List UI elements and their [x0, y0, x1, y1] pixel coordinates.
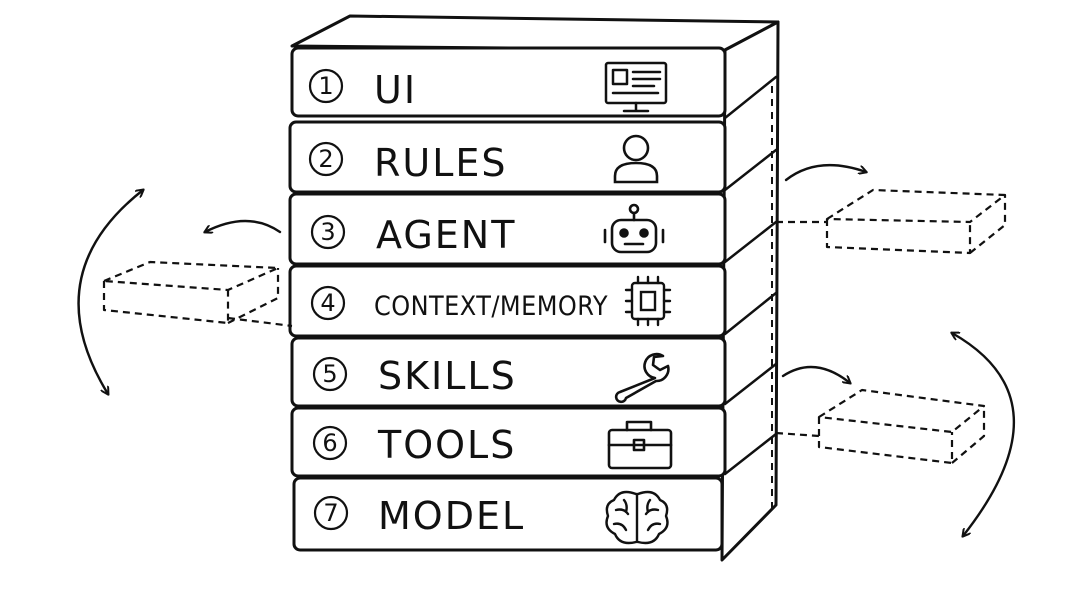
- brain-icon: [605, 490, 669, 545]
- right-middle-small-arrow: [781, 365, 850, 383]
- layer-7-box: [292, 476, 724, 552]
- layer-4-label: CONTEXT/MEMORY: [374, 291, 608, 322]
- right-detached-module-bottom: [775, 388, 986, 465]
- layer-1[interactable]: 1 UI: [290, 46, 727, 118]
- layer-6-number-circle: [312, 425, 348, 461]
- chip-icon: [624, 275, 672, 327]
- layer-5[interactable]: 5 SKILLS: [290, 336, 727, 408]
- stack-right-side: [720, 20, 780, 562]
- layer-1-number-circle: [308, 68, 344, 104]
- layer-7-number-circle: [313, 495, 349, 531]
- stack-top-face: [290, 14, 780, 52]
- layer-6-label: TOOLS: [377, 423, 516, 467]
- right-curved-double-arrow: [952, 333, 1016, 536]
- layer-3-box: [288, 192, 727, 266]
- layer-2-label: RULES: [374, 141, 508, 185]
- right-top-small-arrow: [784, 163, 866, 182]
- person-icon: [613, 134, 659, 184]
- layer-4[interactable]: 4 CONTEXT/MEMORY: [288, 264, 727, 338]
- left-detached-module: [102, 260, 293, 328]
- wrench-icon: [614, 352, 670, 404]
- left-curved-double-arrow: [77, 190, 143, 394]
- right-detached-module-top: [776, 188, 1007, 255]
- layer-3[interactable]: 3 AGENT: [288, 192, 727, 266]
- monitor-icon: [604, 61, 668, 113]
- layer-6[interactable]: 6 TOOLS: [290, 406, 727, 478]
- layer-7-number: 7: [323, 499, 338, 527]
- layer-2-number: 2: [318, 145, 333, 173]
- toolbox-icon: [607, 420, 673, 470]
- layer-1-label: UI: [374, 68, 417, 112]
- layer-6-box: [290, 406, 727, 478]
- arrows: [77, 163, 1016, 536]
- layer-2[interactable]: 2 RULES: [288, 120, 727, 194]
- layer-5-box: [290, 336, 727, 408]
- side-edges: [723, 75, 778, 476]
- layer-6-number: 6: [322, 429, 337, 457]
- layer-5-number: 5: [322, 360, 337, 388]
- layer-1-box: [290, 46, 727, 118]
- layer-4-number-circle: [310, 285, 346, 321]
- layer-3-label: AGENT: [376, 213, 516, 257]
- robot-icon: [603, 203, 665, 254]
- layer-2-number-circle: [308, 141, 344, 177]
- layer-5-label: SKILLS: [378, 354, 517, 398]
- layer-5-number-circle: [312, 356, 348, 392]
- layer-3-number-circle: [310, 214, 346, 250]
- left-small-arrow: [205, 219, 282, 232]
- layer-3-number: 3: [320, 218, 335, 246]
- layer-4-box: [288, 264, 727, 338]
- layer-1-number: 1: [318, 72, 333, 100]
- layer-4-number: 4: [320, 289, 335, 317]
- layer-7-label: MODEL: [378, 494, 525, 538]
- layer-7[interactable]: 7 MODEL: [292, 476, 724, 552]
